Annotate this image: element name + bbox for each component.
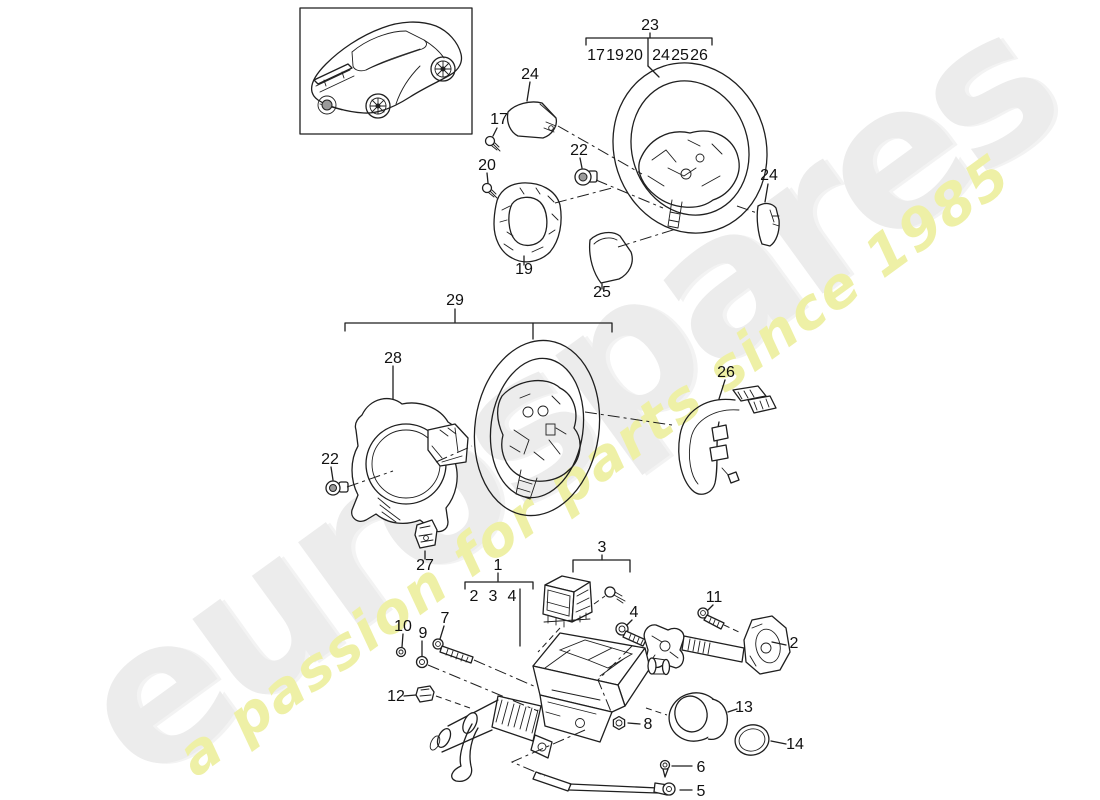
control-unit-3 bbox=[542, 554, 631, 628]
part-ref-10: 10 bbox=[394, 618, 412, 635]
part-ref-1: 1 bbox=[494, 557, 503, 574]
grommet-22-left bbox=[325, 466, 349, 496]
part-ref-3: 3 bbox=[598, 539, 607, 556]
steering-wheel-upper bbox=[612, 62, 768, 234]
screw-20 bbox=[481, 172, 498, 199]
part-ref-4: 4 bbox=[508, 588, 517, 605]
steering-column-1 bbox=[429, 632, 671, 782]
nut-8 bbox=[612, 715, 641, 731]
part-ref-3: 3 bbox=[489, 588, 498, 605]
part-ref-17: 17 bbox=[490, 111, 508, 128]
part-ref-20: 20 bbox=[478, 157, 496, 174]
rod-5 bbox=[532, 771, 693, 796]
steering-wheel-lower bbox=[473, 339, 601, 517]
part-ref-27: 27 bbox=[416, 557, 434, 574]
back-cover-28 bbox=[351, 365, 469, 533]
part-ref-23: 23 bbox=[641, 17, 659, 34]
bracket-group-23 bbox=[585, 32, 713, 78]
part-ref-25: 25 bbox=[593, 284, 611, 301]
part-ref-8: 8 bbox=[644, 716, 653, 733]
part-ref-2: 2 bbox=[790, 635, 799, 652]
paddle-24-right bbox=[756, 183, 780, 247]
leader-lines bbox=[346, 125, 758, 777]
paddle-switch-24-top bbox=[506, 81, 558, 139]
part-ref-22: 22 bbox=[321, 451, 339, 468]
bolt-11 bbox=[697, 604, 725, 630]
part-ref-22: 22 bbox=[570, 142, 588, 159]
part-ref-19: 19 bbox=[606, 47, 624, 64]
part-ref-19: 19 bbox=[515, 261, 533, 278]
nut-10 bbox=[395, 633, 407, 658]
part-ref-26: 26 bbox=[717, 364, 735, 381]
part-ref-5: 5 bbox=[697, 783, 706, 800]
part-ref-28: 28 bbox=[384, 350, 402, 367]
part-ref-24: 24 bbox=[760, 167, 778, 184]
bolt-4 bbox=[615, 619, 647, 647]
part-ref-13: 13 bbox=[735, 699, 753, 716]
wiring-26 bbox=[678, 379, 777, 495]
part-ref-11: 11 bbox=[706, 589, 723, 606]
part-ref-20: 20 bbox=[625, 47, 643, 64]
boot-13 bbox=[668, 692, 738, 742]
grommet-22-top bbox=[574, 157, 598, 186]
part-ref-12: 12 bbox=[387, 688, 405, 705]
part-ref-7: 7 bbox=[441, 610, 450, 627]
part-ref-17: 17 bbox=[587, 47, 605, 64]
part-ref-26: 26 bbox=[690, 47, 708, 64]
bracket-group-29 bbox=[344, 308, 613, 340]
part-ref-9: 9 bbox=[419, 625, 428, 642]
screw-17 bbox=[484, 127, 501, 152]
intermediate-shaft-2 bbox=[643, 615, 791, 675]
part-ref-2: 2 bbox=[470, 588, 479, 605]
cover-25 bbox=[588, 231, 633, 290]
clip-27 bbox=[414, 519, 438, 560]
part-ref-4: 4 bbox=[630, 604, 639, 621]
washer-9 bbox=[415, 640, 429, 669]
part-ref-24: 24 bbox=[521, 66, 539, 83]
car-thumbnail bbox=[299, 7, 473, 135]
part-ref-29: 29 bbox=[446, 292, 464, 309]
part-ref-14: 14 bbox=[786, 736, 804, 753]
sealing-ring-14 bbox=[734, 724, 787, 756]
contact-ring-19 bbox=[493, 182, 562, 266]
part-ref-6: 6 bbox=[697, 759, 706, 776]
bolt-7 bbox=[432, 625, 474, 664]
screw-6 bbox=[659, 759, 693, 778]
bracket-group-1 bbox=[464, 572, 534, 647]
part-ref-24: 24 bbox=[652, 47, 670, 64]
part-ref-25: 25 bbox=[671, 47, 689, 64]
clip-12 bbox=[403, 685, 435, 703]
